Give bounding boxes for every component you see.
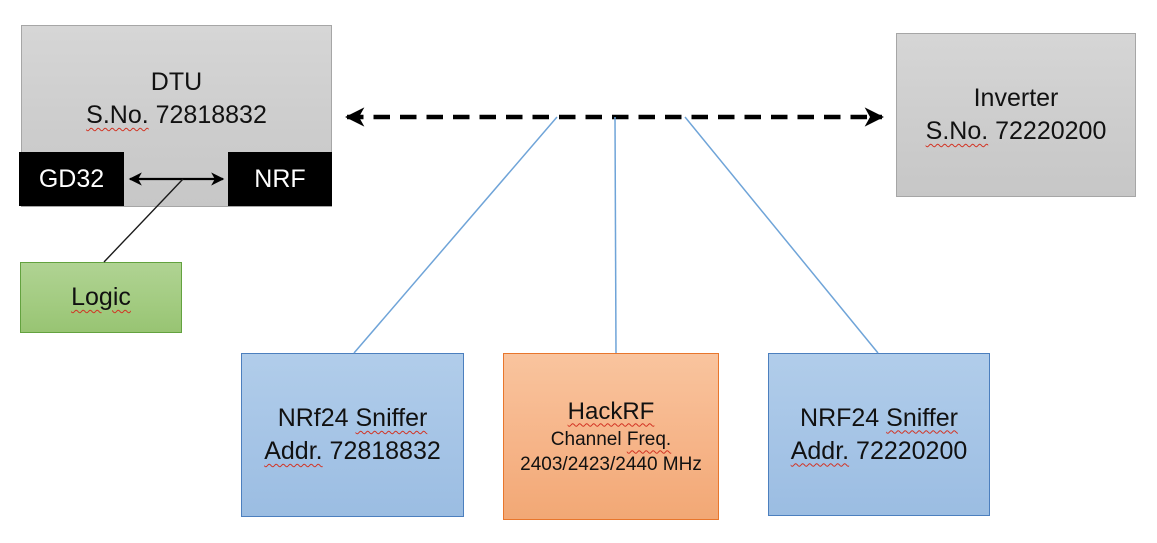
dtu-serial-number: 72818832 xyxy=(148,101,267,129)
sniffer-left-box: NRf24 Sniffer Addr. 72818832 xyxy=(241,353,464,517)
inverter-title: Inverter xyxy=(973,84,1059,112)
sniffer-right-title-prefix: NRF24 xyxy=(800,403,887,432)
sniffer-right-addr-number: 72220200 xyxy=(849,436,968,465)
sniffer-left-title-word: Sniffer xyxy=(355,404,428,432)
link-to-hackrf-line xyxy=(614,116,617,354)
sniffer-left-title-prefix: NRf24 xyxy=(277,404,356,432)
nrf-box: NRF xyxy=(228,152,332,206)
sniffer-right-addr-label: Addr. xyxy=(790,436,850,465)
logic-label: Logic xyxy=(71,283,131,311)
hackrf-channel-prefix: Channel xyxy=(550,429,627,451)
gd32-label: GD32 xyxy=(38,164,105,193)
link-to-sniffer-right-line xyxy=(684,116,879,354)
sniffer-right-addr: Addr. 72220200 xyxy=(791,435,968,468)
sniffer-left-addr-number: 72818832 xyxy=(322,437,441,465)
sniffer-left-addr-label: Addr. xyxy=(264,437,323,465)
hackrf-frequencies: 2403/2423/2440 MHz xyxy=(520,454,702,476)
inverter-serial: S.No. 72220200 xyxy=(926,115,1107,148)
sniffer-right-title: NRF24 Sniffer xyxy=(800,402,958,435)
logic-box: Logic xyxy=(20,262,182,333)
hackrf-channel-line: Channel Freq. xyxy=(551,427,671,452)
inverter-serial-number: 72220200 xyxy=(988,117,1107,145)
gd32-box: GD32 xyxy=(19,152,124,206)
dtu-title: DTU xyxy=(150,68,203,96)
dtu-serial-label: S.No. xyxy=(86,101,149,129)
inverter-box: Inverter S.No. 72220200 xyxy=(896,33,1136,197)
hackrf-box: HackRF Channel Freq. 2403/2423/2440 MHz xyxy=(503,353,719,520)
link-to-sniffer-left-line xyxy=(353,116,558,354)
hackrf-title: HackRF xyxy=(567,397,655,425)
inverter-serial-label: S.No. xyxy=(925,117,989,145)
sniffer-left-title: NRf24 Sniffer xyxy=(278,402,428,435)
sniffer-right-title-word: Sniffer xyxy=(886,403,958,432)
nrf-label: NRF xyxy=(254,164,306,193)
sniffer-left-addr: Addr. 72818832 xyxy=(264,435,441,468)
sniffer-right-box: NRF24 Sniffer Addr. 72220200 xyxy=(768,353,990,516)
hackrf-channel-word: Freq. xyxy=(626,429,672,451)
dtu-serial: S.No. 72818832 xyxy=(86,99,267,132)
